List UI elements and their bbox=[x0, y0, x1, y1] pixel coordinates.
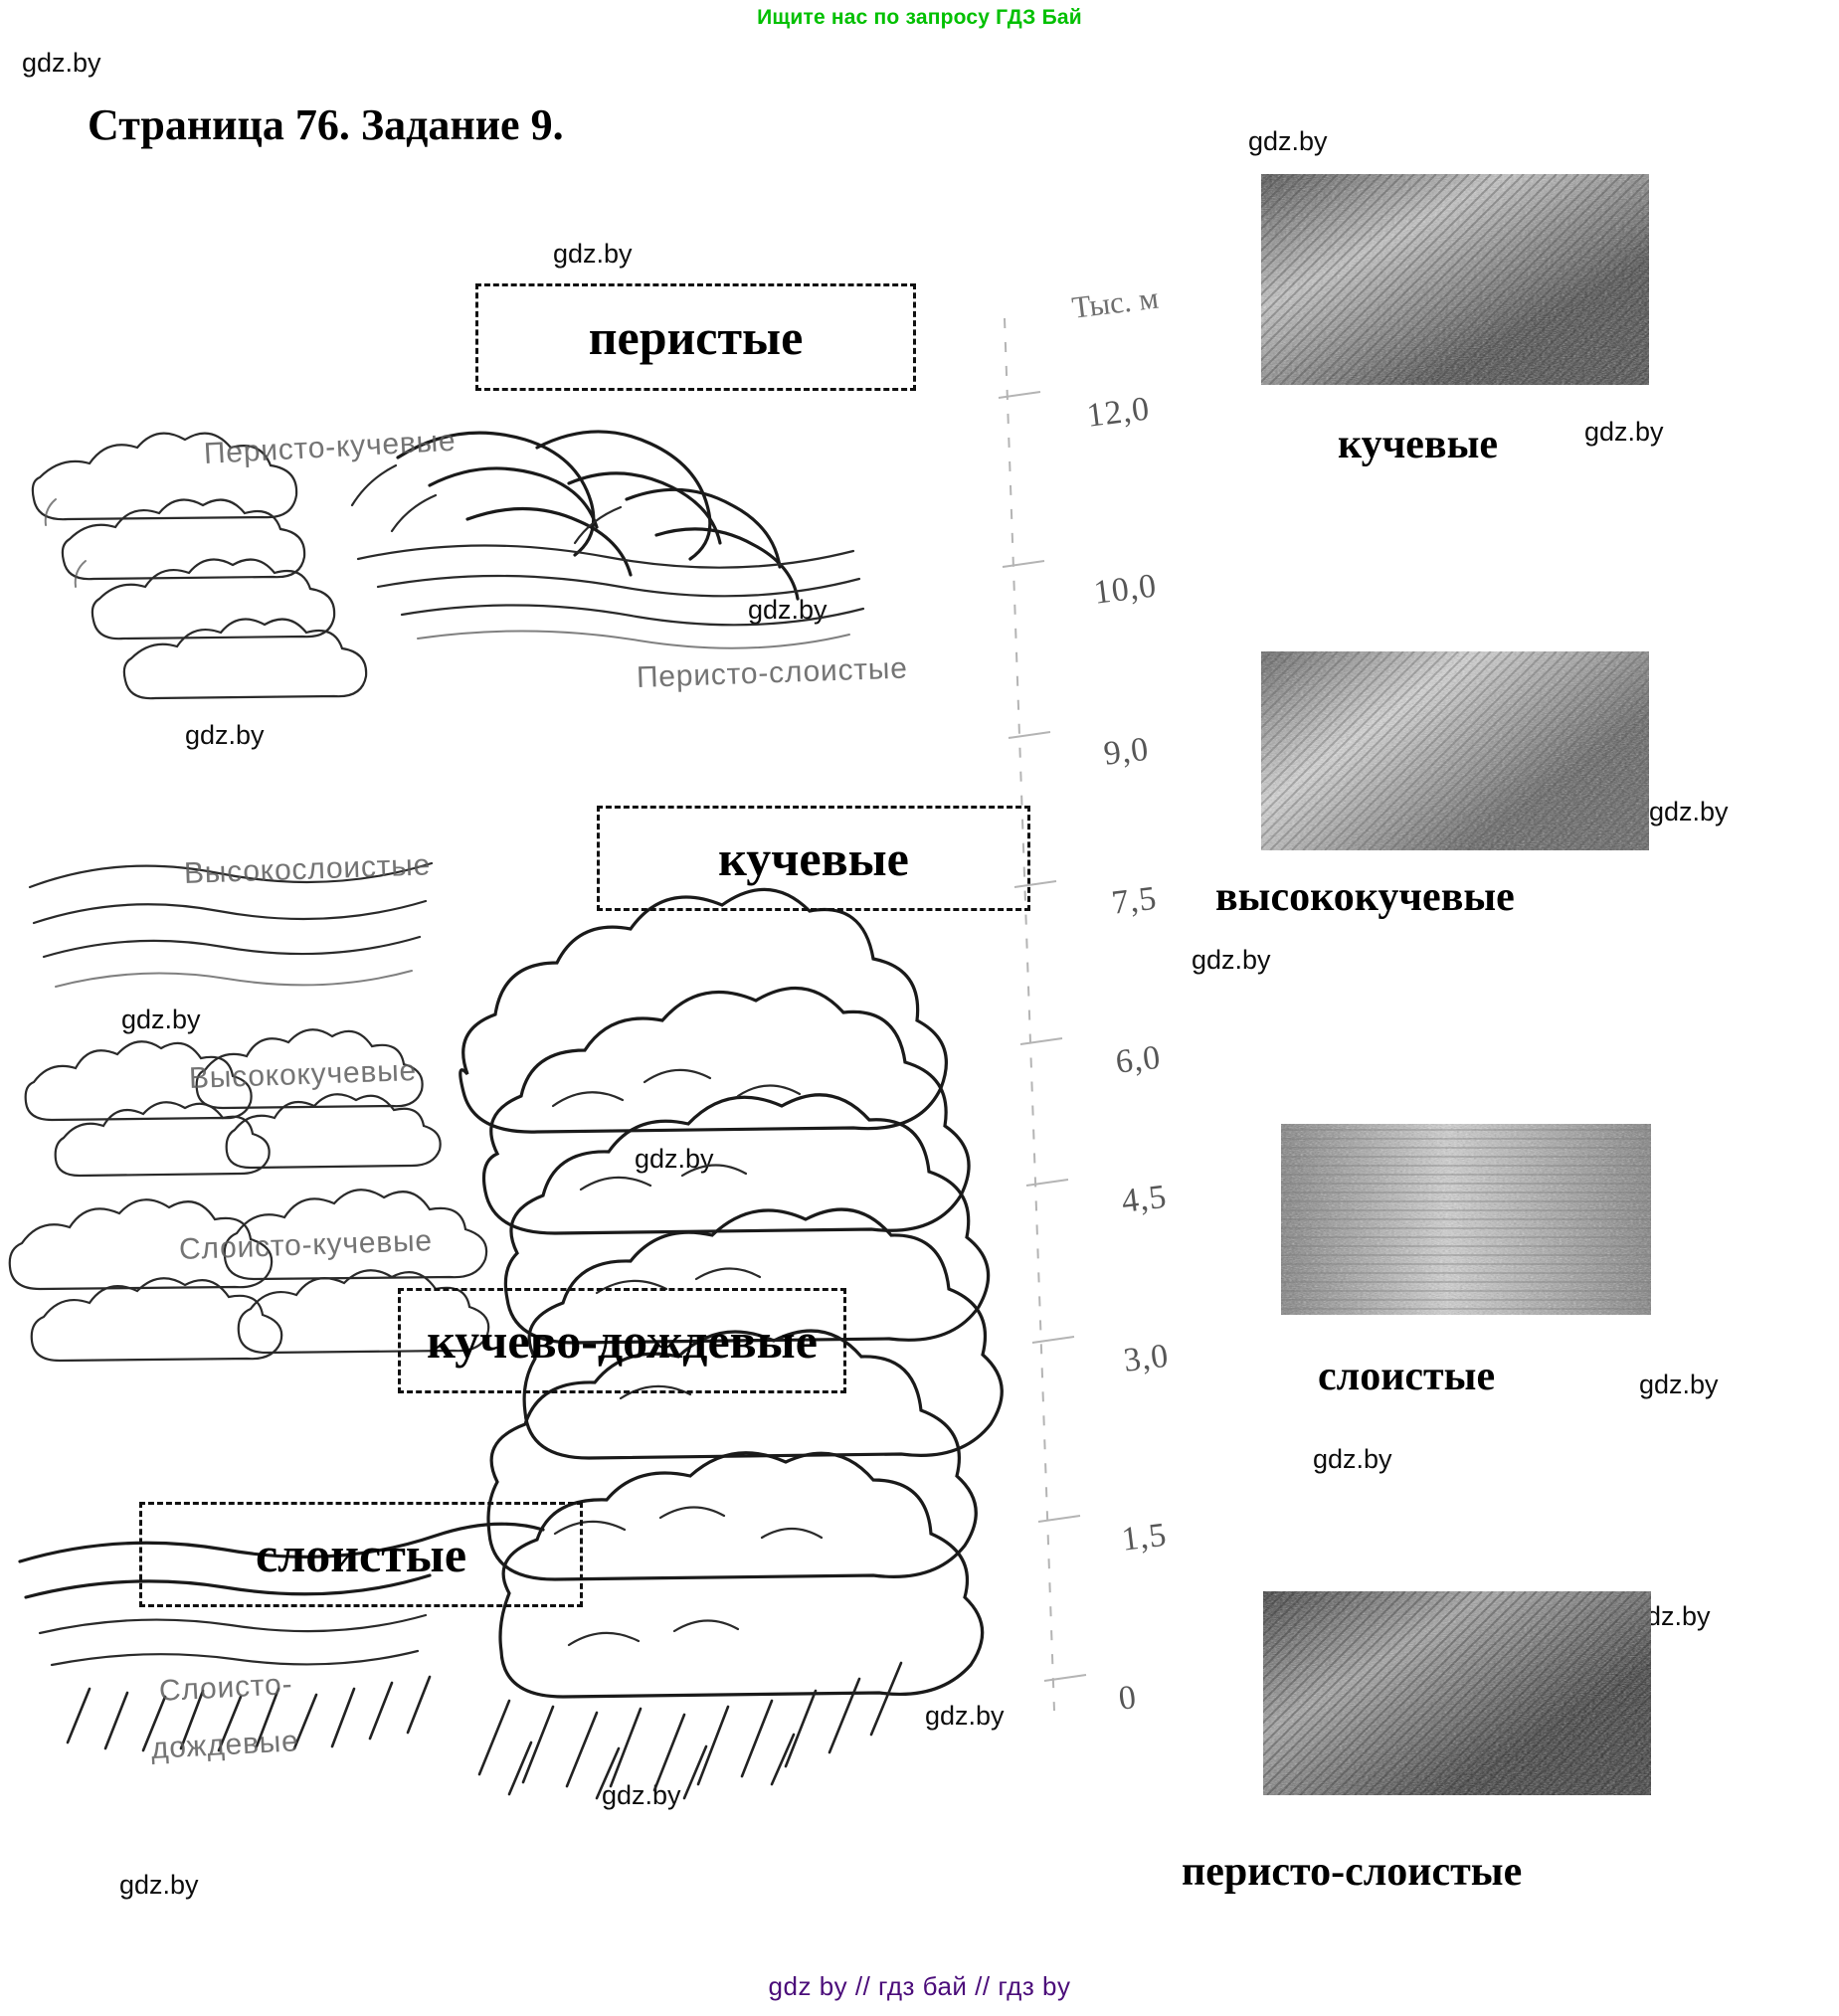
answer-box-sloistye[interactable]: слоистые bbox=[139, 1502, 583, 1607]
altitude-tick-label: 1,5 bbox=[1119, 1516, 1170, 1558]
diagram-drawing: .ink { fill:none; stroke:#1a1a1a; stroke… bbox=[8, 317, 1087, 1800]
cirrus-sketch bbox=[350, 430, 800, 601]
altitude-tick-label: 3,0 bbox=[1121, 1337, 1172, 1379]
photo-texture bbox=[1261, 174, 1649, 385]
cumulonimbus-sketch bbox=[477, 1329, 985, 1800]
altitude-tick-label: 12,0 bbox=[1084, 390, 1153, 435]
answer-box-peristye[interactable]: перистые bbox=[475, 283, 916, 391]
photo-vysokokuchevye-photo bbox=[1261, 651, 1649, 850]
photo-texture bbox=[1261, 651, 1649, 850]
answer-box-kuchevo-dozhdevye[interactable]: кучево-дождевые bbox=[398, 1288, 846, 1393]
watermark-text: gdz.by bbox=[1639, 1370, 1719, 1399]
cirrocumulus-sketch bbox=[31, 432, 368, 700]
watermark-text: gdz.by bbox=[1584, 417, 1664, 447]
photo-caption-sloistye-photo: слоистые bbox=[1318, 1354, 1496, 1399]
altocumulus-sketch bbox=[24, 1028, 442, 1178]
altitude-axis bbox=[998, 317, 1087, 1712]
altitude-tick-label: 7,5 bbox=[1109, 879, 1160, 922]
stratocumulus-sketch bbox=[8, 1189, 490, 1363]
altitude-tick-label: 6,0 bbox=[1113, 1038, 1164, 1081]
nimbostratus-sketch bbox=[18, 1522, 545, 1752]
footer-watermark: gdz by // гдз бай // гдз by bbox=[768, 1971, 1071, 2001]
page-title: Страница 76. Задание 9. bbox=[88, 100, 564, 149]
altitude-tick-label: 9,0 bbox=[1101, 730, 1152, 773]
altitude-tick-label: 10,0 bbox=[1091, 567, 1160, 612]
photo-texture bbox=[1263, 1591, 1651, 1795]
photo-caption-vysokokuchevye-photo: высококучевые bbox=[1215, 874, 1515, 920]
answer-text: слоистые bbox=[255, 1527, 467, 1582]
answer-text: перистые bbox=[588, 309, 804, 365]
watermark-text: gdz.by bbox=[119, 1870, 199, 1900]
photo-caption-peristo-sloistye-photo: перисто-слоистые bbox=[1182, 1849, 1523, 1895]
photo-texture bbox=[1281, 1124, 1651, 1315]
answer-text: кучево-дождевые bbox=[427, 1313, 818, 1369]
answer-box-kuchevye[interactable]: кучевые bbox=[597, 806, 1030, 911]
photo-peristo-sloistye-photo bbox=[1263, 1591, 1651, 1795]
altostratus-sketch bbox=[28, 861, 434, 988]
cloud-type-label: Слоисто- bbox=[158, 1667, 294, 1708]
answer-text: кучевые bbox=[718, 830, 909, 886]
altitude-tick-label: 4,5 bbox=[1119, 1178, 1170, 1220]
watermark-text: gdz.by bbox=[1649, 797, 1729, 826]
cloud-altitude-diagram: .ink { fill:none; stroke:#1a1a1a; stroke… bbox=[0, 149, 1243, 1840]
watermark-text: gdz.by bbox=[1313, 1444, 1392, 1474]
watermark-text: gdz.by bbox=[1248, 126, 1328, 156]
cirrostratus-sketch bbox=[356, 544, 865, 649]
watermark-text: gdz.by bbox=[22, 48, 101, 78]
photo-kuchevye-photo bbox=[1261, 174, 1649, 385]
promo-banner: Ищите нас по запросу ГДЗ Бай bbox=[757, 6, 1082, 29]
photo-caption-kuchevye-photo: кучевые bbox=[1338, 422, 1499, 467]
photo-sloistye-photo bbox=[1281, 1124, 1651, 1315]
